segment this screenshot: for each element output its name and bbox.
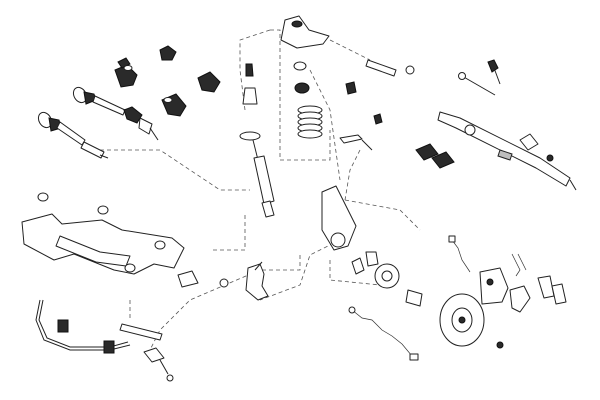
cv-boot-set	[114, 45, 221, 117]
tie-rod	[458, 59, 501, 96]
strut-mount	[280, 15, 330, 94]
lower-control-arm	[219, 261, 269, 301]
wheel-hub	[374, 263, 423, 307]
brake-pads	[537, 275, 567, 305]
brake-hose	[448, 235, 527, 277]
steering-knuckle	[321, 185, 379, 275]
bump-stop	[239, 63, 261, 141]
steering-rack-boots	[415, 143, 455, 169]
brake-caliper	[479, 267, 531, 313]
steering-rack	[437, 111, 577, 191]
stabilizer-bar	[35, 299, 131, 354]
shock-absorber	[252, 139, 275, 218]
abs-sensor-cable	[348, 306, 419, 361]
subframe	[21, 192, 199, 288]
upper-control-arm	[339, 59, 415, 151]
brake-disc	[439, 293, 504, 349]
drive-shaft-short	[37, 111, 109, 159]
drive-shaft-long	[72, 86, 159, 141]
coil-spring	[297, 105, 323, 139]
stabilizer-links	[119, 323, 174, 382]
assembly-guide-lines	[100, 29, 421, 351]
